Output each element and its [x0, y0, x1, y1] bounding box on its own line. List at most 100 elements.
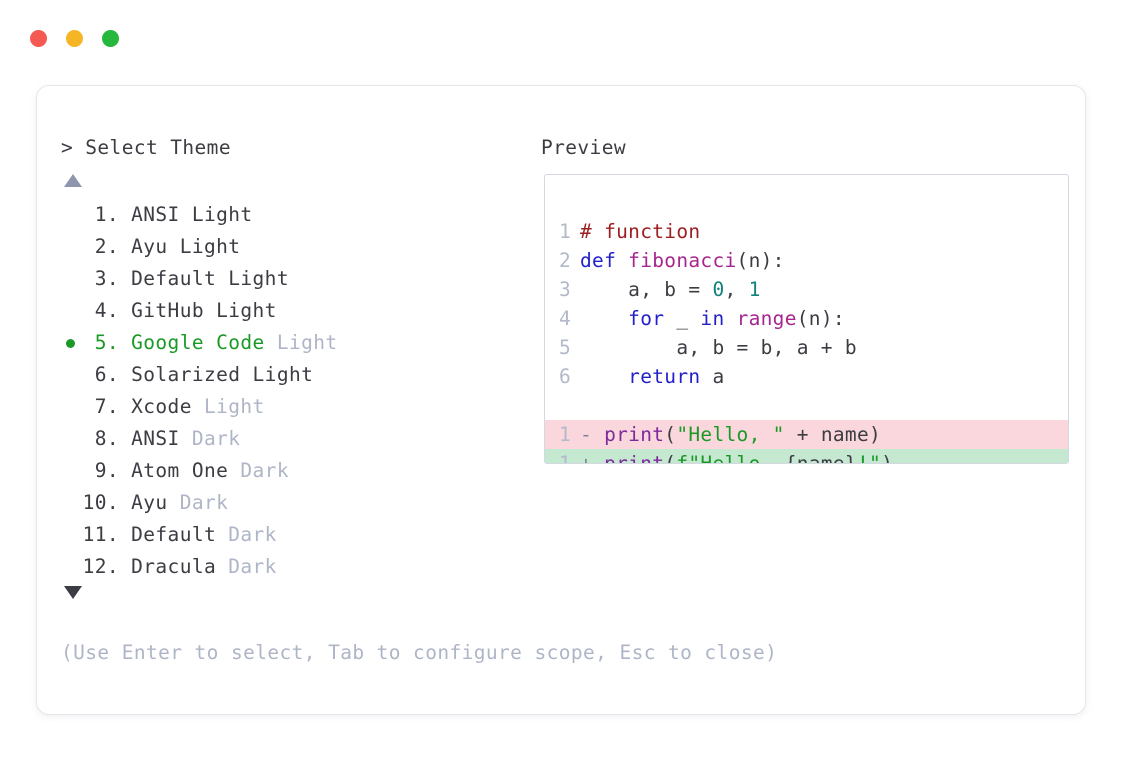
theme-item-name: Ayu: [119, 491, 180, 514]
code-token: [725, 307, 737, 330]
theme-list-item[interactable]: 12. Dracula Dark: [61, 551, 521, 583]
theme-item-number: 10.: [82, 491, 119, 514]
diff-line: 1+ print(f"Hello, {name}!"): [545, 449, 1068, 464]
code-token: a, b = b, a + b: [580, 336, 857, 359]
theme-item-number: 9.: [94, 459, 119, 482]
triangle-up-icon[interactable]: [64, 174, 82, 187]
code-token: # function: [580, 220, 701, 243]
code-line: 2 def fibonacci(n):: [545, 246, 1068, 275]
theme-item-variant: Light: [252, 363, 314, 386]
code-token: [580, 307, 628, 330]
theme-item-name: Solarized: [119, 363, 253, 386]
code-line: 5 a, b = b, a + b: [545, 333, 1068, 362]
code-token: print: [604, 452, 665, 464]
theme-item-variant: Light: [179, 235, 241, 258]
code-token: in: [700, 307, 725, 330]
preview-label: Preview: [541, 136, 626, 159]
theme-item-number: 6.: [94, 363, 119, 386]
code-token: ,: [724, 278, 749, 301]
code-token: def: [580, 249, 629, 272]
theme-item-number: 12.: [82, 555, 119, 578]
line-number: 1: [558, 220, 571, 243]
code-token: f"Hello,: [676, 452, 785, 464]
theme-list-item[interactable]: 6. Solarized Light: [61, 359, 521, 391]
diff-marker: +: [580, 452, 605, 464]
code-token: print: [604, 423, 665, 446]
code-token: fibonacci: [628, 249, 737, 272]
line-number: 4: [558, 307, 571, 330]
line-number: 1: [558, 452, 571, 464]
theme-item-variant: Light: [191, 203, 253, 226]
theme-item-number: 11.: [82, 523, 119, 546]
theme-item-name: Default: [119, 267, 229, 290]
theme-item-name: ANSI: [119, 427, 192, 450]
theme-item-name: GitHub: [119, 299, 217, 322]
theme-item-number: 8.: [94, 427, 119, 450]
code-token: range: [736, 307, 797, 330]
code-token: for: [628, 307, 665, 330]
theme-item-variant: Light: [276, 331, 338, 354]
code-token: 1: [748, 278, 761, 301]
code-token: (: [664, 423, 677, 446]
code-token: !": [856, 452, 882, 464]
theme-item-name: Xcode: [119, 395, 204, 418]
selected-bullet-icon: [66, 339, 75, 348]
code-token: a: [700, 365, 725, 388]
theme-item-variant: Light: [203, 395, 265, 418]
theme-item-variant: Dark: [191, 427, 241, 450]
close-button[interactable]: [30, 30, 47, 47]
theme-list-item[interactable]: 5. Google Code Light: [61, 327, 521, 359]
theme-item-number: 1.: [94, 203, 119, 226]
line-number: 3: [558, 278, 571, 301]
code-token: (n):: [796, 307, 845, 330]
theme-item-name: Dracula: [119, 555, 229, 578]
maximize-button[interactable]: [102, 30, 119, 47]
theme-item-number: 5.: [94, 331, 119, 354]
theme-list-item[interactable]: 3. Default Light: [61, 263, 521, 295]
code-line: 1 # function: [545, 217, 1068, 246]
theme-item-name: Google Code: [119, 331, 277, 354]
theme-list-item[interactable]: 10. Ayu Dark: [61, 487, 521, 519]
code-line: 3 a, b = 0, 1: [545, 275, 1068, 304]
theme-item-number: 4.: [94, 299, 119, 322]
keyboard-hint: (Use Enter to select, Tab to configure s…: [61, 641, 778, 664]
minimize-button[interactable]: [66, 30, 83, 47]
code-token: 0: [712, 278, 725, 301]
triangle-down-icon[interactable]: [64, 586, 82, 599]
prompt-label: > Select Theme: [61, 136, 231, 159]
code-token: (n):: [736, 249, 785, 272]
theme-list-item[interactable]: 8. ANSI Dark: [61, 423, 521, 455]
line-number: 5: [558, 336, 571, 359]
theme-list-item[interactable]: 7. Xcode Light: [61, 391, 521, 423]
diff-line: 1- print("Hello, " + name): [545, 420, 1068, 449]
theme-item-name: Default: [119, 523, 229, 546]
theme-list-item[interactable]: 4. GitHub Light: [61, 295, 521, 327]
code-token: return: [628, 365, 701, 388]
theme-list-item[interactable]: 9. Atom One Dark: [61, 455, 521, 487]
line-number: 1: [558, 423, 571, 446]
theme-item-variant: Dark: [240, 459, 289, 482]
theme-item-variant: Light: [216, 299, 277, 322]
code-line: 4 for _ in range(n):: [545, 304, 1068, 333]
code-token: (: [664, 452, 677, 464]
theme-item-number: 3.: [94, 267, 119, 290]
window-titlebar: [30, 30, 119, 47]
theme-item-name: ANSI: [119, 203, 192, 226]
theme-list-item[interactable]: 1. ANSI Light: [61, 199, 521, 231]
code-token: [580, 365, 628, 388]
theme-item-variant: Dark: [179, 491, 229, 514]
code-token: + name): [784, 423, 882, 446]
theme-item-variant: Dark: [228, 523, 277, 546]
theme-item-variant: Dark: [228, 555, 277, 578]
line-number: 2: [558, 249, 571, 272]
theme-list-item[interactable]: 11. Default Dark: [61, 519, 521, 551]
code-token: {name}: [784, 452, 857, 464]
code-token: _: [664, 307, 701, 330]
theme-list-item[interactable]: 2. Ayu Light: [61, 231, 521, 263]
theme-item-number: 2.: [94, 235, 119, 258]
code-blank-line: [545, 391, 1068, 420]
code-line: 6 return a: [545, 362, 1068, 391]
